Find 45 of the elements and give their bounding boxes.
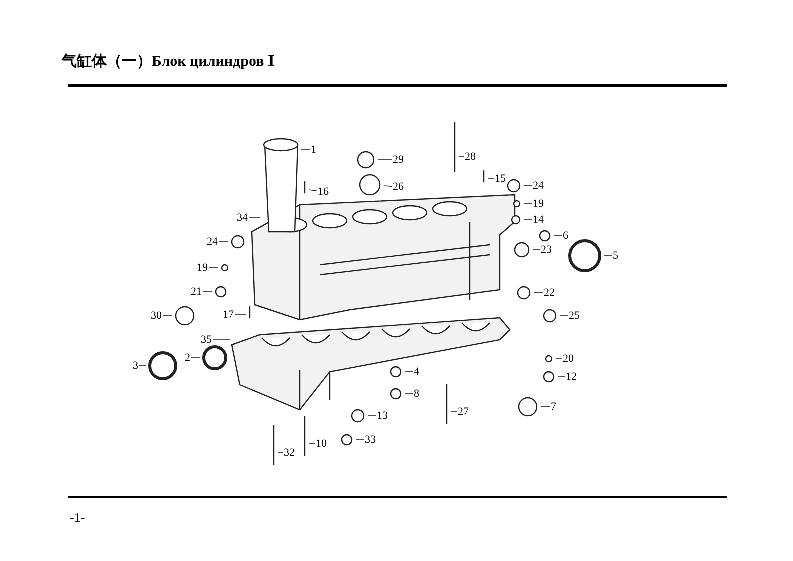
callout-number: 7 xyxy=(550,401,558,413)
leader-line xyxy=(384,186,392,187)
leader-line xyxy=(234,314,246,316)
callout-number: 20 xyxy=(562,353,575,365)
callout-number: 10 xyxy=(315,438,328,450)
page-number: -1- xyxy=(70,510,86,526)
callout-number: 14 xyxy=(532,214,545,226)
callout-number: 12 xyxy=(565,371,578,383)
callout-number: 19 xyxy=(196,262,209,274)
callout-number: 24 xyxy=(206,236,219,248)
callout-number: 4 xyxy=(413,366,420,378)
leader-line xyxy=(308,190,318,192)
callout-number: 23 xyxy=(540,244,553,256)
callout-number: 26 xyxy=(392,181,405,193)
callout-number: 1 xyxy=(310,144,318,156)
callout-number: 24 xyxy=(532,180,545,192)
leader-line xyxy=(540,406,550,408)
callout-number: 27 xyxy=(457,406,470,418)
callout-number: 6 xyxy=(562,230,570,242)
callout-number: 21 xyxy=(190,286,203,298)
leader-line xyxy=(278,452,284,454)
callout-number: 35 xyxy=(200,334,213,346)
callout-number: 33 xyxy=(364,434,377,446)
leader-line xyxy=(534,292,544,294)
callout-number: 25 xyxy=(568,310,581,322)
callout-number: 30 xyxy=(150,310,163,322)
callout-number: 22 xyxy=(543,287,556,299)
callout-number: 32 xyxy=(283,447,296,459)
callout-number: 29 xyxy=(392,154,405,166)
callout-number: 2 xyxy=(184,352,192,364)
callout-number: 34 xyxy=(236,212,249,224)
callout-number: 28 xyxy=(464,151,477,163)
page-title: 气缸体（一）Блок цилиндров Ⅰ xyxy=(62,52,275,71)
leader-line xyxy=(458,156,464,158)
callout-number: 8 xyxy=(413,388,420,400)
callout-number: 19 xyxy=(532,198,545,210)
leader-line xyxy=(558,376,566,378)
callout-number: 17 xyxy=(222,309,235,321)
callout-number: 13 xyxy=(376,410,389,422)
leader-line xyxy=(488,178,494,180)
leader-line xyxy=(556,358,562,360)
callout-number: 15 xyxy=(494,173,507,185)
callout-number: 16 xyxy=(317,186,330,198)
callout-number: 5 xyxy=(612,250,620,262)
callout-number: 3 xyxy=(132,360,140,372)
